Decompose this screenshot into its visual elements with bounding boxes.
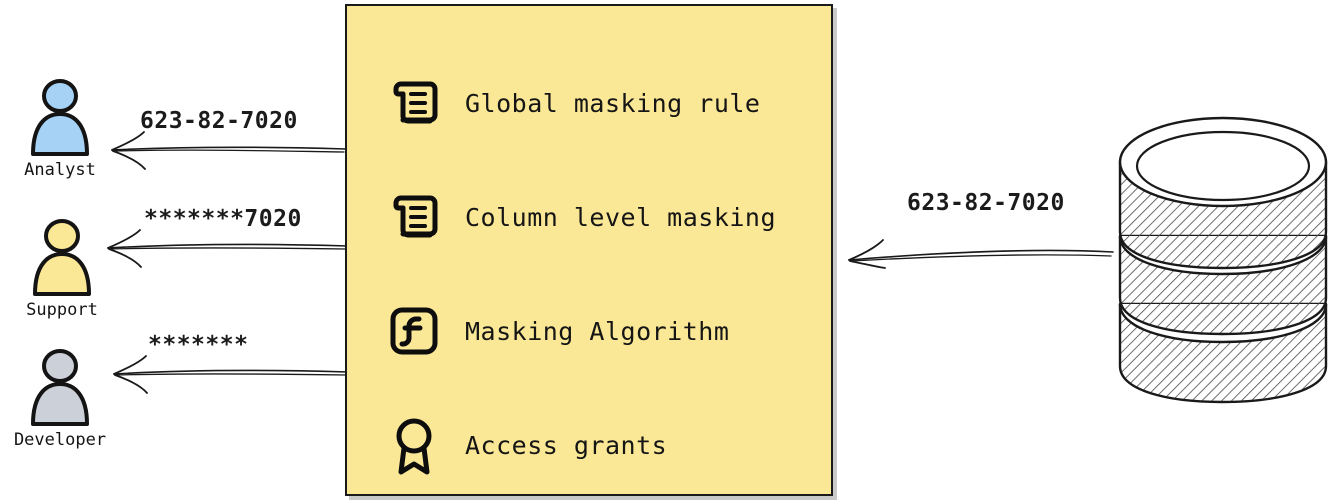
masking-policy-list: Global masking rule Column level masking <box>347 6 831 494</box>
persona-analyst: Analyst <box>0 78 120 180</box>
arrow-to-developer: ******* <box>110 332 350 394</box>
arrow-line-icon <box>111 131 347 170</box>
arrow-line-icon <box>848 239 1114 269</box>
arrow-label-database: 623-82-7020 <box>907 190 1065 216</box>
masking-policy-label: Access grants <box>465 430 668 460</box>
arrow-line-icon <box>107 229 349 268</box>
masking-policy-label: Masking Algorithm <box>465 316 730 346</box>
scroll-icon <box>383 72 445 134</box>
masking-policy-row[interactable]: Column level masking <box>383 166 831 268</box>
person-icon <box>31 79 89 156</box>
award-icon <box>383 414 445 476</box>
masking-policy-label: Global masking rule <box>465 88 761 118</box>
arrow-label-support: *******7020 <box>144 206 302 232</box>
persona-developer-label: Developer <box>13 430 107 450</box>
arrow-to-analyst: 623-82-7020 <box>108 108 348 170</box>
persona-support-label: Support <box>26 300 98 320</box>
arrow-label-developer: ******* <box>148 332 249 358</box>
arrow-from-database: 623-82-7020 <box>845 190 1115 269</box>
arrow-label-analyst: 623-82-7020 <box>140 108 298 134</box>
masking-policy-row[interactable]: Global masking rule <box>383 52 831 154</box>
masking-policy-label: Column level masking <box>465 202 777 232</box>
arrow-line-icon <box>113 355 349 394</box>
person-icon <box>33 219 91 296</box>
function-icon <box>383 300 445 362</box>
person-icon <box>31 349 89 426</box>
masking-policy-row[interactable]: Masking Algorithm <box>383 280 831 382</box>
persona-support: Support <box>2 218 122 320</box>
masking-policy-row[interactable]: Access grants <box>383 394 831 496</box>
arrow-to-support: *******7020 <box>104 206 350 268</box>
database-cylinder-icon <box>1108 108 1340 404</box>
scroll-icon <box>383 186 445 248</box>
persona-developer: Developer <box>0 348 120 450</box>
masking-policy-card: Global masking rule Column level masking <box>345 4 833 496</box>
persona-analyst-label: Analyst <box>24 160 96 180</box>
